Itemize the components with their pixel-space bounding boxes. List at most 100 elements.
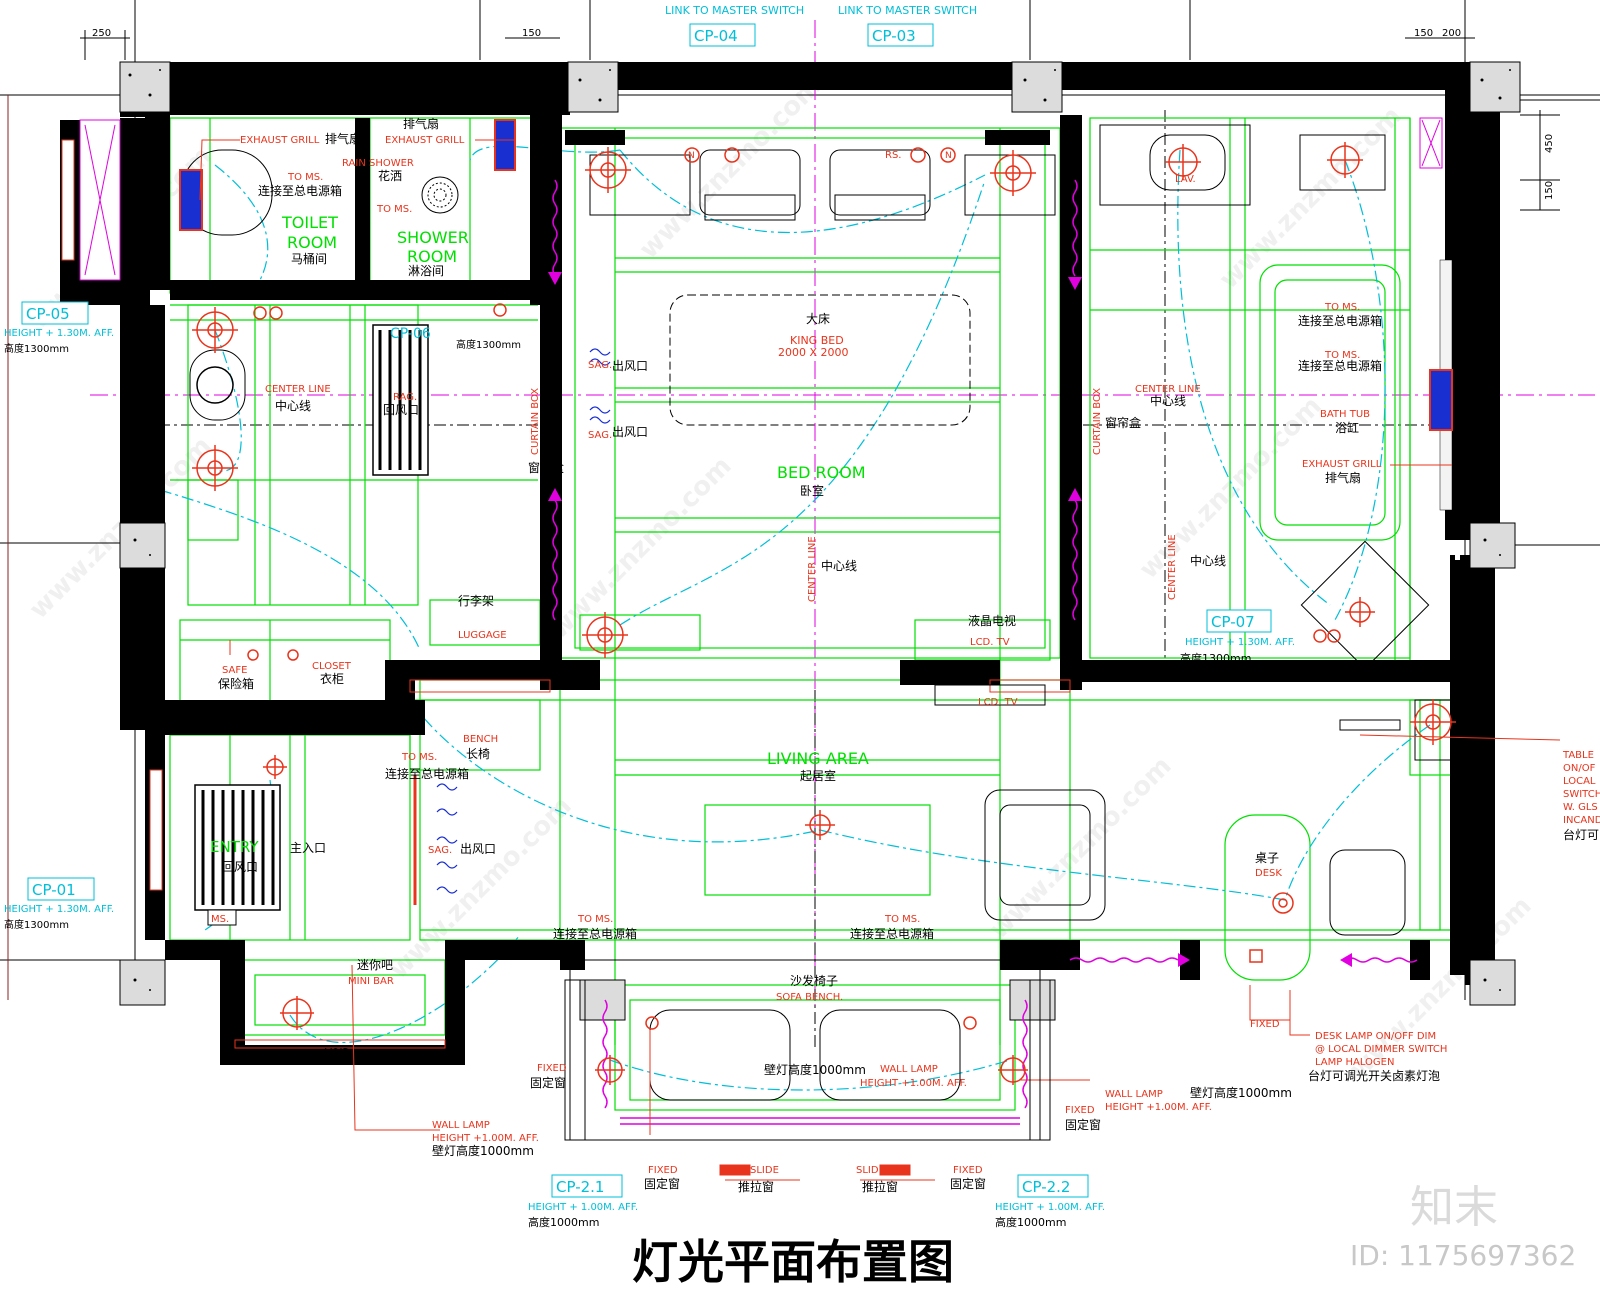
wall-lamp-height-cn: 壁灯高度1000mm [1190, 1085, 1292, 1100]
fixed-cn: 固定窗 [950, 1176, 986, 1191]
furniture-outlines [181, 124, 1461, 1101]
cp07-height: HEIGHT + 1.30M. AFF. [1185, 637, 1295, 648]
bench-label: BENCH [463, 734, 498, 745]
columns [119, 61, 1521, 1021]
downlight-icon [990, 150, 1036, 196]
cp21-height: HEIGHT + 1.00M. AFF. [528, 1202, 638, 1213]
closet-cn: 衣柜 [320, 671, 344, 686]
to-ms-label-cn: 连接至总电源箱 [385, 766, 469, 781]
fixed-label: FIXED [1065, 1105, 1095, 1116]
watermark-text: www.znzmo.com [984, 751, 1178, 945]
wall-lamp-height: HEIGHT +1.00M. AFF. [860, 1078, 967, 1089]
table-lamp-label: W. GLS [1563, 802, 1598, 813]
column-speckles [128, 69, 1511, 991]
cp04-label: CP-04 [694, 27, 738, 45]
downlight-icon [998, 1055, 1028, 1085]
downlight-icon [1345, 597, 1375, 627]
wall-lamp-height-cn: 壁灯高度1000mm [764, 1062, 866, 1077]
ms-box-label: MS. [211, 914, 229, 925]
exhaust-label-cn: 排气扇 [325, 131, 361, 146]
to-ms-label: TO MS. [1324, 302, 1360, 313]
cp-04-tag: CP-04 [689, 23, 756, 47]
to-ms-label: TO MS. [884, 914, 920, 925]
cp-07-tag: CP-07 [1206, 609, 1272, 633]
living-cn: 起居室 [800, 768, 836, 783]
lcd-label: LCD. TV [970, 637, 1010, 648]
fixed-label: FIXED [1250, 1019, 1280, 1030]
return-grills [194, 324, 429, 911]
n-label: N [945, 151, 952, 161]
watermark-text: www.znzmo.com [1134, 391, 1328, 585]
sag-label: SAG. [588, 360, 612, 371]
fixed-cn: 固定窗 [530, 1075, 566, 1090]
to-ms-label-cn: 连接至总电源箱 [258, 183, 342, 198]
fixed-label: FIXED [648, 1165, 678, 1176]
downlight-icon [1272, 892, 1294, 914]
supply-label-cn: 出风口 [612, 425, 648, 439]
slide-cn: 推拉窗 [862, 1179, 898, 1194]
center-line-label: CENTER LINE [265, 384, 331, 395]
to-ms-label: TO MS. [401, 752, 437, 763]
switch-icon [493, 303, 507, 317]
table-lamp-label: TABLE [1562, 750, 1594, 761]
center-line-label: CENTER LINE [807, 536, 818, 602]
shower-room-cn: 淋浴间 [408, 264, 444, 278]
wall-lamp-height: HEIGHT +1.00M. AFF. [432, 1133, 539, 1144]
cp-05-tag: CP-05 [21, 301, 89, 325]
safe-cn: 保险箱 [218, 676, 254, 691]
safe-label: SAFE [222, 665, 247, 676]
curtain-box-label: CURTAIN BOX [1092, 388, 1103, 455]
watermark-brand: 知末 [1410, 1182, 1498, 1233]
supply-diffusers [413, 348, 611, 905]
wall-lamp-label: WALL LAMP [1105, 1089, 1163, 1100]
wall-lamp-label: WALL LAMP [880, 1064, 938, 1075]
center-line-label-cn: 中心线 [1190, 553, 1226, 568]
ms-box: MS. [207, 909, 237, 926]
return-label-cn: 回风口 [383, 403, 419, 417]
cp21-label: CP-2.1 [556, 1178, 604, 1196]
desk-lamp-label: @ LOCAL DIMMER SWITCH [1315, 1044, 1447, 1055]
center-line-label-cn: 中心线 [821, 558, 857, 573]
to-ms-label-cn: 连接至总电源箱 [553, 926, 637, 941]
drawing-title: 灯光平面布置图 [632, 1235, 954, 1289]
slide-cn: 推拉窗 [738, 1179, 774, 1194]
cp01-height-cn: 高度1300mm [4, 918, 69, 931]
watermark-text: www.znzmo.com [1214, 101, 1408, 295]
downlight-icon [595, 1055, 625, 1085]
n-label: N [688, 151, 695, 161]
king-bed-cn: 大床 [806, 312, 830, 326]
downlight-icon [1327, 142, 1363, 178]
sofa-label: SOFA BENCH. [776, 992, 843, 1003]
to-ms-label: TO MS. [1324, 350, 1360, 361]
minibar-cn: 迷你吧 [357, 958, 393, 972]
dim-250: 250 [92, 28, 111, 39]
to-ms-label: TO MS. [287, 172, 323, 183]
to-ms-label-cn: 连接至总电源箱 [850, 926, 934, 941]
void-label: VOID [325, 1047, 350, 1058]
downlight-icon [805, 810, 835, 840]
exhaust-label-cn: 排气扇 [1325, 470, 1361, 485]
wall-lamp-icon [963, 1016, 977, 1030]
to-ms-label: TO MS. [376, 204, 412, 215]
fixed-label: FIXED [537, 1063, 567, 1074]
cp03-label: CP-03 [872, 27, 916, 45]
desk-label: DESK [1255, 868, 1282, 879]
sofa-cn: 沙发椅子 [790, 973, 838, 988]
dim-450: 450 [1544, 134, 1555, 153]
downlight-icon [192, 307, 238, 353]
exhaust-label: EXHAUST GRILL [1302, 459, 1382, 470]
cp-21-tag: CP-2.1 [551, 1174, 623, 1198]
fixed-cn: 固定窗 [644, 1176, 680, 1191]
king-bed-label: KING BED [790, 334, 844, 347]
labels: LINK TO MASTER SWITCH LINK TO MASTER SWI… [4, 4, 1600, 1229]
downlight-icon [280, 996, 314, 1030]
entry-cn: 主入口 [290, 841, 326, 855]
cp07-label: CP-07 [1211, 613, 1255, 631]
lav-label: LAV. [1175, 174, 1196, 185]
bedroom-cn: 卧室 [800, 483, 824, 498]
switching-lines [159, 145, 1431, 1091]
cp-22-tag: CP-2.2 [1017, 1174, 1089, 1198]
dim-150: 150 [1414, 28, 1433, 39]
curtain-box-cn: 窗帘盒 [528, 460, 564, 475]
downlight-icon [582, 612, 628, 658]
